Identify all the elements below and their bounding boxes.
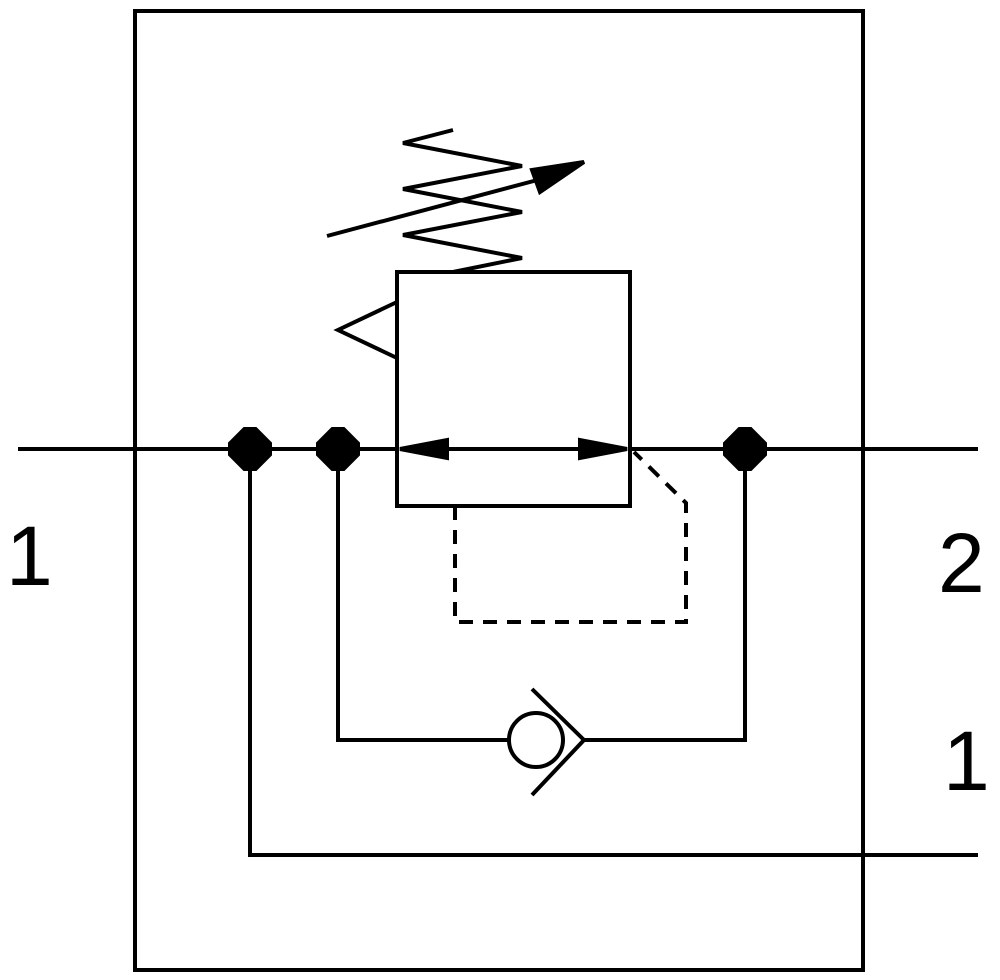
check-valve [507, 687, 587, 797]
junction-dot [316, 427, 360, 471]
junction-dot [228, 427, 272, 471]
pilot-line [453, 450, 688, 624]
port-label-1-right: 1 [943, 714, 990, 808]
junctions [228, 427, 767, 471]
arrow-left-icon [399, 437, 449, 461]
check-valve-branch-right [584, 449, 747, 742]
valve-flow-arrows [399, 437, 628, 461]
port-label-1-left: 1 [6, 509, 53, 603]
check-valve-ball [507, 711, 565, 769]
arrow-right-icon [578, 437, 628, 461]
manual-adjust-icon [333, 300, 398, 360]
junction-dot [723, 427, 767, 471]
bypass-line [248, 449, 978, 857]
valve-body [395, 270, 632, 508]
check-valve-seat [530, 687, 587, 797]
housing-frame [133, 9, 865, 972]
adjustable-arrow-icon [326, 160, 586, 238]
port-label-2-right: 2 [938, 516, 985, 610]
check-valve-branch-left [336, 449, 508, 742]
